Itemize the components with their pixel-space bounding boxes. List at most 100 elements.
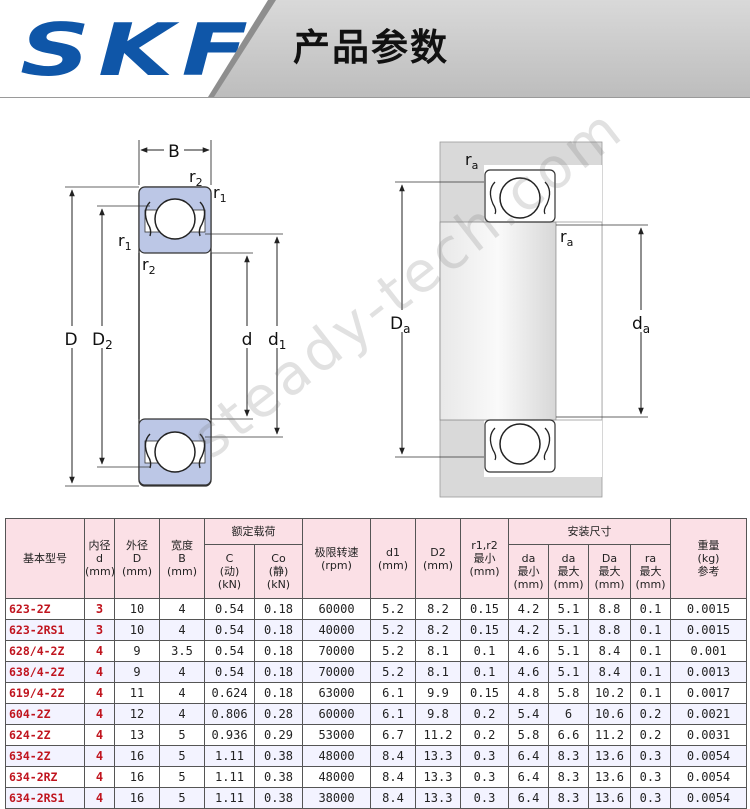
- model-cell: 634-2Z: [5, 745, 85, 767]
- table-cell: 0.18: [254, 619, 303, 641]
- table-cell: 8.4: [588, 640, 631, 662]
- mounting-drawing: ra ra Da da: [389, 141, 654, 498]
- table-cell: 9.9: [415, 682, 461, 704]
- table-cell: 70000: [302, 640, 371, 662]
- table-cell: 5.2: [370, 598, 416, 620]
- table-cell: 13.3: [415, 787, 461, 809]
- label-d1: d1: [268, 330, 286, 352]
- table-cell: 0.001: [670, 640, 747, 662]
- table-cell: 0.3: [630, 787, 671, 809]
- table-cell: 0.28: [254, 703, 303, 725]
- table-cell: 8.2: [415, 619, 461, 641]
- table-cell: 0.1: [630, 619, 671, 641]
- table-cell: 3.5: [159, 640, 205, 662]
- table-cell: 4.2: [508, 619, 549, 641]
- table-cell: 9.8: [415, 703, 461, 725]
- model-cell: 619/4-2Z: [5, 682, 85, 704]
- table-cell: 6.4: [508, 766, 549, 788]
- table-cell: 5.1: [548, 661, 589, 683]
- table-cell: 5.2: [370, 640, 416, 662]
- table-cell: 16: [114, 766, 160, 788]
- table-cell: 0.38: [254, 766, 303, 788]
- table-cell: 8.4: [588, 661, 631, 683]
- page-header: SKF 产品参数: [0, 0, 750, 98]
- model-cell: 628/4-2Z: [5, 640, 85, 662]
- label-r1-left: r1: [118, 231, 132, 253]
- table-cell: 8.8: [588, 598, 631, 620]
- table-cell: 0.18: [254, 640, 303, 662]
- table-cell: 6.1: [370, 703, 416, 725]
- table-cell: 4: [84, 640, 115, 662]
- table-cell: 0.806: [204, 703, 255, 725]
- table-cell: 6.6: [548, 724, 589, 746]
- table-cell: 8.3: [548, 787, 589, 809]
- table-cell: 10.6: [588, 703, 631, 725]
- table-cell: 4: [84, 703, 115, 725]
- table-cell: 4: [84, 682, 115, 704]
- table-cell: 5.1: [548, 619, 589, 641]
- table-cell: 6: [548, 703, 589, 725]
- table-cell: 10.2: [588, 682, 631, 704]
- table-cell: 8.3: [548, 745, 589, 767]
- table-cell: 0.1: [460, 661, 509, 683]
- header-rated-load: 额定载荷: [204, 518, 303, 545]
- table-cell: 11: [114, 682, 160, 704]
- table-cell: 11.2: [415, 724, 461, 746]
- table-cell: 5: [159, 787, 205, 809]
- table-cell: 10: [114, 598, 160, 620]
- table-cell: 4: [159, 682, 205, 704]
- table-cell: 0.3: [630, 766, 671, 788]
- header-speed: 极限转速(rpm): [302, 518, 371, 599]
- label-r2-left: r2: [142, 255, 156, 277]
- table-cell: 6.4: [508, 745, 549, 767]
- table-cell: 70000: [302, 661, 371, 683]
- table-cell: 3: [84, 619, 115, 641]
- table-cell: 8.4: [370, 766, 416, 788]
- table-cell: 0.2: [460, 703, 509, 725]
- header-c-dynamic: C(动)(kN): [204, 544, 255, 599]
- table-cell: 8.1: [415, 661, 461, 683]
- table-cell: 8.2: [415, 598, 461, 620]
- table-cell: 4: [159, 598, 205, 620]
- table-cell: 8.8: [588, 619, 631, 641]
- table-cell: 13.3: [415, 745, 461, 767]
- skf-logo: SKF: [20, 8, 257, 92]
- table-cell: 0.15: [460, 682, 509, 704]
- label-da: da: [632, 314, 650, 336]
- table-cell: 0.1: [460, 640, 509, 662]
- table-cell: 48000: [302, 745, 371, 767]
- table-cell: 0.38: [254, 787, 303, 809]
- table-cell: 4: [84, 787, 115, 809]
- table-cell: 0.1: [630, 598, 671, 620]
- table-cell: 0.936: [204, 724, 255, 746]
- table-cell: 0.0015: [670, 619, 747, 641]
- table-cell: 0.0017: [670, 682, 747, 704]
- table-cell: 5.8: [508, 724, 549, 746]
- table-cell: 4: [84, 724, 115, 746]
- table-cell: 63000: [302, 682, 371, 704]
- label-r2-top: r2: [189, 167, 203, 189]
- table-cell: 48000: [302, 766, 371, 788]
- table-cell: 1.11: [204, 766, 255, 788]
- table-cell: 0.0031: [670, 724, 747, 746]
- table-cell: 0.1: [630, 640, 671, 662]
- table-cell: 0.1: [630, 682, 671, 704]
- table-cell: 8.4: [370, 787, 416, 809]
- table-cell: 5.8: [548, 682, 589, 704]
- model-cell: 634-2RZ: [5, 766, 85, 788]
- table-cell: 13.3: [415, 766, 461, 788]
- table-cell: 38000: [302, 787, 371, 809]
- page-title: 产品参数: [293, 26, 449, 69]
- table-cell: 0.2: [630, 703, 671, 725]
- label-D: D: [64, 330, 77, 350]
- table-cell: 0.15: [460, 598, 509, 620]
- table-cell: 4.8: [508, 682, 549, 704]
